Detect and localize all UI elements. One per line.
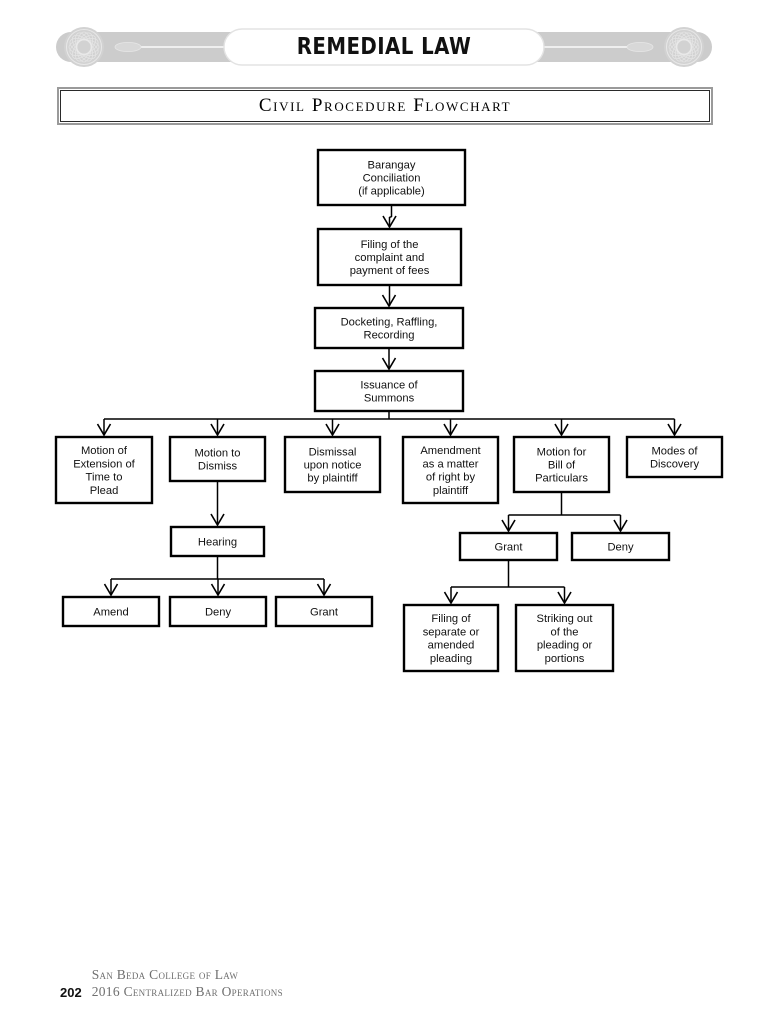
- guilloche-rosette-icon: [663, 26, 705, 68]
- node-label: Grant: [495, 542, 524, 554]
- flow-node-deny_h[interactable]: Deny: [168, 595, 268, 628]
- arrow-chevron-icon: [325, 423, 340, 437]
- footer-text: San Beda College of Law 2016 Centralized…: [92, 966, 283, 1001]
- page-banner: REMEDIAL LAW: [56, 25, 712, 69]
- arrow-chevron-icon: [382, 215, 397, 229]
- node-box: [458, 531, 559, 562]
- arrow-chevron-icon: [443, 423, 458, 437]
- arrow-chevron-icon: [613, 519, 628, 533]
- page-number: 202: [60, 984, 82, 1000]
- node-box: [316, 148, 467, 207]
- node-label: Hearing: [198, 537, 237, 549]
- guilloche-rosette-icon: [63, 26, 105, 68]
- node-label: Grant: [310, 607, 339, 619]
- node-box: [274, 595, 374, 628]
- arrow-chevron-icon: [443, 591, 459, 605]
- footer-line-edition: 2016 Centralized Bar Operations: [91, 984, 283, 1000]
- node-box: [168, 435, 267, 483]
- arrow-chevron-icon: [103, 583, 119, 597]
- arrow-chevron-icon: [210, 513, 225, 527]
- node-box: [61, 595, 161, 628]
- page-footer: 202 San Beda College of Law 2016 Central…: [60, 966, 283, 1001]
- node-box: [401, 435, 500, 505]
- flow-node-deny_bill[interactable]: Deny: [570, 531, 671, 562]
- arrow-chevron-icon: [210, 423, 225, 437]
- node-box: [570, 531, 671, 562]
- node-box: [402, 603, 500, 673]
- footer-line-institution: San Beda College of Law: [91, 967, 239, 982]
- arrow-chevron-icon: [501, 519, 516, 533]
- arrow-chevron-icon: [667, 423, 682, 437]
- arrow-chevron-icon: [381, 357, 397, 371]
- arrow-chevron-icon: [96, 423, 112, 437]
- node-box: [313, 306, 465, 350]
- page-title: Civil Procedure Flowchart: [258, 95, 512, 116]
- arrow-chevron-icon: [554, 423, 569, 437]
- arrow-chevron-icon: [381, 294, 397, 308]
- node-box: [316, 227, 463, 287]
- flow-node-docketing[interactable]: Docketing, Raffling,Recording: [313, 306, 465, 350]
- arrow-chevron-icon: [557, 591, 572, 605]
- flow-node-grant_bill[interactable]: Grant: [458, 531, 559, 562]
- node-box: [625, 435, 724, 479]
- node-box: [512, 435, 611, 494]
- node-box: [313, 369, 465, 413]
- node-box: [168, 595, 268, 628]
- section-title-inner-frame: Civil Procedure Flowchart: [60, 90, 710, 122]
- node-box: [169, 525, 266, 558]
- banner-pill: [223, 28, 545, 66]
- arrow-chevron-icon: [316, 583, 332, 597]
- flow-node-grant_h[interactable]: Grant: [274, 595, 374, 628]
- flow-node-hearing[interactable]: Hearing: [169, 525, 266, 558]
- section-title-box: Civil Procedure Flowchart: [57, 87, 713, 125]
- node-box: [54, 435, 154, 505]
- flow-node-amend[interactable]: Amend: [61, 595, 161, 628]
- arrow-chevron-icon: [210, 583, 226, 597]
- node-label: Deny: [607, 542, 634, 554]
- node-label: Docketing, Raffling,Recording: [341, 316, 438, 341]
- node-label: Amend: [93, 607, 128, 619]
- node-box: [514, 603, 615, 673]
- node-label: Deny: [205, 607, 232, 619]
- flowchart-edges: [96, 205, 682, 605]
- node-box: [283, 435, 382, 494]
